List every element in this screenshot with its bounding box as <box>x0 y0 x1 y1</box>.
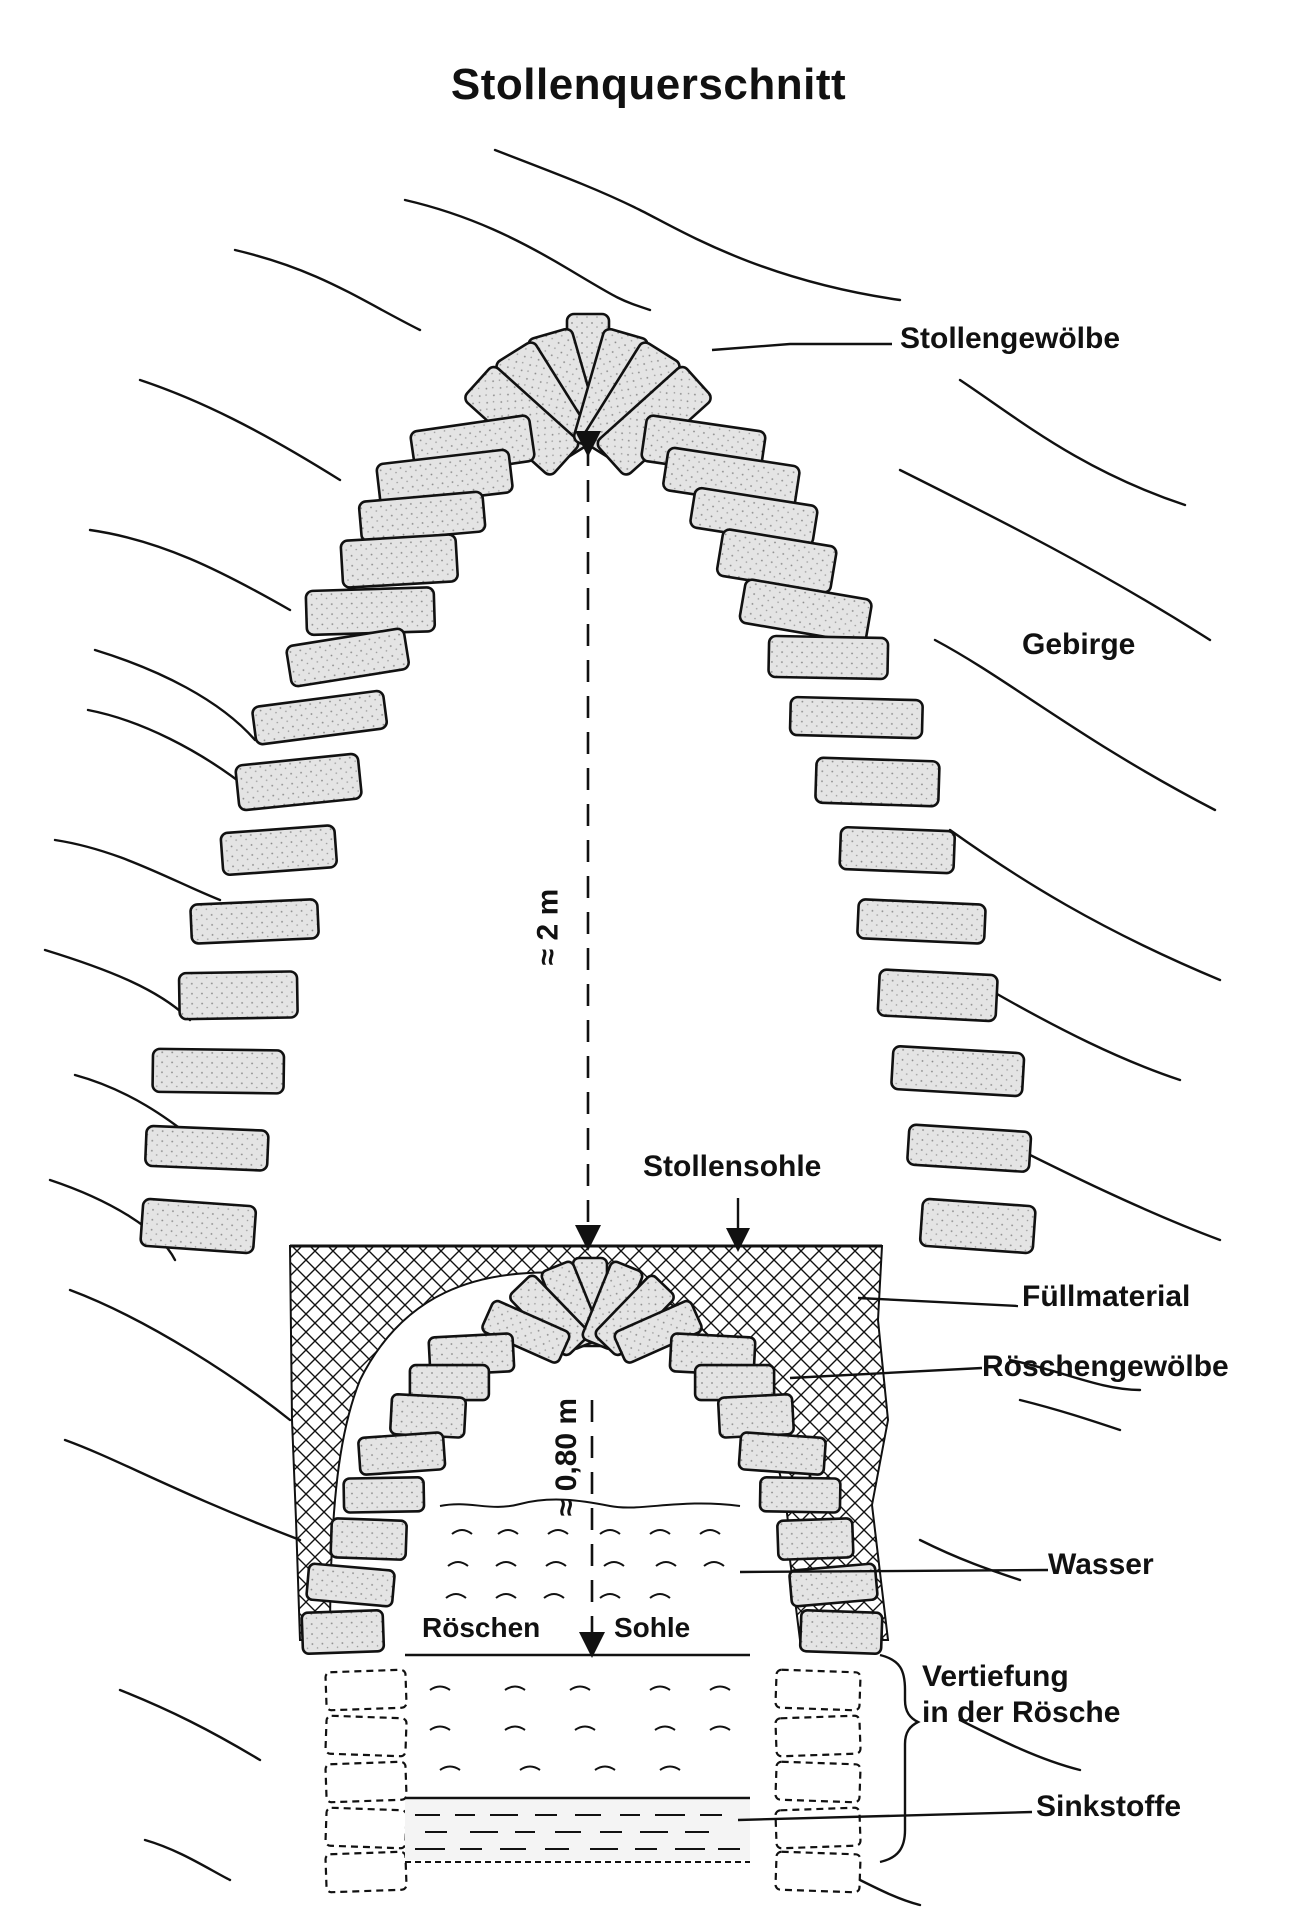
arch-stone <box>906 1123 1033 1173</box>
arch-stone <box>151 1047 286 1095</box>
leader-lines <box>711 342 1049 1864</box>
arch-stone <box>304 586 437 637</box>
arch-stone <box>219 824 338 877</box>
arch-stone <box>481 1299 571 1364</box>
vertiefung-brace <box>879 1653 921 1864</box>
arch-stone <box>144 1124 270 1172</box>
arch-stone <box>139 1197 258 1255</box>
label-sinkstoffe: Sinkstoffe <box>1036 1790 1182 1823</box>
dashed-stone <box>774 1760 862 1804</box>
dimension-label-roeschen: ≈ 0,80 m <box>550 1397 584 1517</box>
leader-sinkstoffe <box>737 1810 1033 1822</box>
arch-stone <box>890 1045 1026 1098</box>
arch-stone <box>776 1517 855 1561</box>
leader-wasser <box>739 1568 1049 1574</box>
rock-strata-lines <box>43 148 1222 1907</box>
arch-stone <box>758 1476 842 1514</box>
leader-roeschengewoelbe <box>789 1366 983 1380</box>
label-wasser: Wasser <box>1048 1548 1154 1581</box>
arch-stone <box>305 1562 396 1608</box>
dashed-stone <box>324 1714 408 1758</box>
dashed-stone <box>774 1806 862 1850</box>
arch-stone <box>856 898 987 945</box>
arch-stone <box>737 1431 827 1476</box>
label-vertiefung-line1: Vertiefung <box>922 1660 1069 1693</box>
label-vertiefung-line2: in der Rösche <box>922 1696 1121 1729</box>
arch-stone <box>876 968 999 1023</box>
label-fuellmaterial: Füllmaterial <box>1022 1280 1191 1313</box>
dashed-stone <box>324 1806 408 1850</box>
arch-stone <box>177 970 299 1021</box>
label-stollensohle: Stollensohle <box>643 1150 822 1183</box>
dashed-stone <box>324 1850 408 1894</box>
vertiefung-dashed-stones <box>324 1668 862 1894</box>
dashed-stone <box>774 1714 862 1758</box>
arch-stone <box>788 695 924 740</box>
dashed-stone <box>774 1850 862 1894</box>
arch-stone <box>339 533 459 589</box>
leader-stollengewoelbe <box>711 342 892 352</box>
label-stollengewoelbe: Stollengewölbe <box>900 322 1121 355</box>
water-surface <box>439 1498 741 1509</box>
dimension-label-stollen: ≈ 2 m <box>531 888 565 966</box>
arch-stone <box>798 1609 884 1655</box>
dashed-stone <box>774 1668 862 1712</box>
arch-stone <box>738 578 873 644</box>
arch-stone <box>234 752 363 812</box>
label-sohle: Sohle <box>614 1612 691 1643</box>
dashed-stone <box>324 1668 408 1712</box>
arch-stone <box>767 634 890 681</box>
label-gebirge: Gebirge <box>1022 628 1136 661</box>
arch-stone <box>838 825 957 875</box>
label-roeschen: Röschen <box>422 1612 541 1643</box>
arch-stone <box>389 1392 468 1439</box>
arch-stone <box>716 1392 795 1439</box>
arch-stone <box>329 1517 408 1561</box>
water-area <box>439 1498 741 1599</box>
arch-stone <box>814 756 941 808</box>
sinkstoffe-layer <box>405 1796 750 1863</box>
dimension-lines <box>575 431 605 1658</box>
roeschen-arch-stones <box>300 1256 884 1655</box>
arch-stone <box>285 627 410 688</box>
label-roeschengewoelbe: Röschengewölbe <box>982 1350 1229 1383</box>
arch-stone <box>300 1609 386 1655</box>
arch-stone <box>918 1197 1037 1255</box>
vertiefung-water <box>429 1685 731 1771</box>
dashed-stone <box>324 1760 408 1804</box>
stollen-arch-stones <box>139 312 1037 1255</box>
arch-stone <box>251 689 389 746</box>
arch-stone <box>357 490 487 543</box>
leader-fuellmaterial <box>857 1296 1019 1308</box>
arch-stone <box>613 1299 703 1364</box>
diagram-title: Stollenquerschnitt <box>450 60 847 109</box>
arch-stone <box>189 898 320 945</box>
arch-stone <box>342 1476 426 1514</box>
arch-stone <box>357 1431 447 1476</box>
arch-stone <box>788 1562 879 1608</box>
